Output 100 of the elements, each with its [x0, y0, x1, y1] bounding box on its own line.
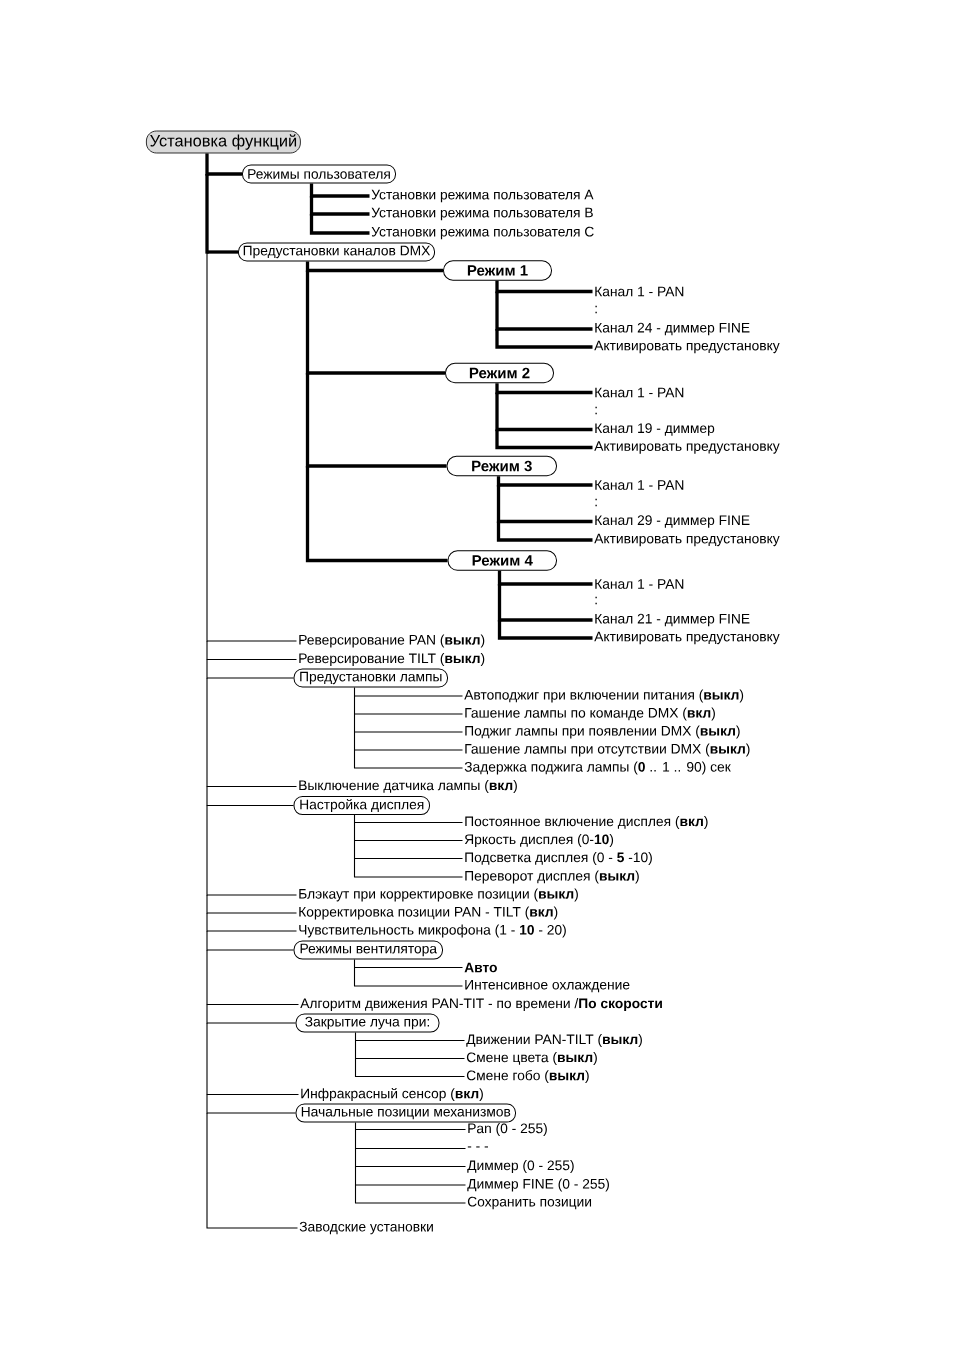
- connector-line: [495, 383, 499, 395]
- connector-line: [354, 1165, 357, 1187]
- connector-line: [206, 640, 298, 642]
- submenu-box: Предустановки лампы: [293, 668, 448, 688]
- connector-line: [354, 1121, 357, 1131]
- menu-option-text: Активировать предустановку: [594, 441, 780, 454]
- menu-option-text: Переворот дисплея (выкл): [465, 870, 639, 884]
- connector-line: [206, 785, 208, 807]
- connector-line: [206, 949, 208, 1006]
- menu-option-text: Гашение лампы при отсутствии DMX (выкл): [465, 743, 750, 757]
- connector-line: [354, 1039, 357, 1060]
- menu-option-text: Канал 19 - диммер: [595, 423, 715, 436]
- connector-line: [353, 695, 356, 716]
- connector-line: [206, 658, 208, 680]
- connector-line: [206, 1093, 208, 1115]
- connector-line: [495, 329, 593, 349]
- connector-line: [354, 1039, 466, 1042]
- connector-line: [206, 1112, 297, 1114]
- menu-option-text: Яркость дисплея (0-10): [464, 834, 614, 847]
- menu-option-text: Смене цвета (выкл): [466, 1052, 597, 1065]
- menu-option-text: Канал 29 - диммер FINE: [595, 515, 750, 528]
- connector-line: [309, 214, 370, 235]
- connector-line: [206, 658, 298, 661]
- connector-line: [206, 912, 298, 914]
- menu-title-box: Установка функций: [146, 130, 301, 154]
- menu-option-text: Корректировка позиции PAN - TILT (вкл): [299, 906, 558, 920]
- connector-line: [311, 194, 370, 198]
- connector-line: [206, 894, 298, 896]
- connector-line: [206, 677, 295, 679]
- connector-line: [353, 821, 464, 824]
- submenu-box: Настройка дисплея: [293, 796, 430, 815]
- connector-line: [311, 212, 370, 216]
- menu-option-text: Активировать предустановку: [594, 340, 780, 354]
- connector-line: [497, 584, 502, 622]
- connector-line: [353, 731, 464, 733]
- connector-line: [496, 485, 501, 524]
- menu-option-text: Сохранить позиции: [467, 1196, 592, 1210]
- menu-option-text: Реверсирование PAN (выкл): [299, 634, 485, 648]
- menu-option-text: Постоянное включение дисплея (вкл): [465, 816, 708, 829]
- connector-line: [206, 930, 298, 932]
- menu-option-text: Чувствительность микрофона (1 - 10 - 20): [299, 924, 566, 938]
- menu-option-text: Канал 1 - PAN: [595, 579, 684, 589]
- menu-option-text: Блэкаут при корректировке позиции (выкл): [299, 888, 578, 902]
- connector-line: [207, 250, 238, 254]
- connector-line: [498, 519, 593, 524]
- connector-line: [305, 466, 448, 563]
- connector-line: [207, 172, 242, 176]
- menu-option-text: Установки режима пользователя A: [371, 189, 594, 203]
- connector-line: [497, 327, 593, 331]
- menu-option-text: Поджиг лампы при появлении DMX (выкл): [465, 725, 740, 739]
- colon-mark: :: [595, 498, 597, 507]
- connector-line: [353, 749, 464, 751]
- colon-mark: :: [595, 305, 597, 314]
- connector-line: [354, 1031, 357, 1042]
- connector-line: [206, 1022, 208, 1096]
- menu-option-text: Инфракрасный сенсор (вкл): [301, 1087, 483, 1102]
- connector-line: [499, 582, 593, 586]
- connector-line: [307, 268, 443, 273]
- connector-line: [497, 390, 593, 395]
- connector-line: [206, 912, 208, 933]
- menu-option-text: Авто: [464, 962, 497, 973]
- connector-line: [354, 1057, 466, 1078]
- connector-line: [205, 174, 209, 254]
- connector-line: [206, 930, 208, 952]
- connector-line: [206, 785, 298, 788]
- connector-line: [353, 839, 356, 860]
- connector-line: [307, 371, 445, 375]
- connector-line: [353, 966, 464, 969]
- connector-line: [305, 373, 310, 468]
- connector-line: [353, 713, 464, 715]
- connector-line: [353, 821, 356, 842]
- menu-option-text: Активировать предустановку: [594, 533, 780, 547]
- menu-option-text: Заводские установки: [299, 1221, 433, 1235]
- connector-line: [353, 731, 356, 752]
- connector-line: [495, 392, 499, 432]
- menu-option-text: Гашение лампы по команде DMX (вкл): [465, 707, 715, 721]
- mode-box: Режим 3: [446, 455, 557, 477]
- connector-line: [309, 183, 314, 198]
- submenu-box: Режимы пользователя: [242, 164, 396, 184]
- connector-line: [497, 620, 593, 640]
- mode-box: Режим 4: [447, 550, 557, 571]
- menu-option-text: Задержка поджига лампы (0 .. 1 .. 90) сек: [464, 761, 731, 775]
- menu-option-text: Выключение датчика лампы (вкл): [299, 780, 517, 793]
- connector-line: [206, 640, 208, 661]
- connector-line: [206, 1093, 300, 1096]
- menu-option-text: Движении PAN-TILT (выкл): [466, 1034, 642, 1047]
- connector-line: [495, 291, 499, 331]
- menu-option-text: Диммер FINE (0 - 255): [467, 1178, 609, 1192]
- menu-option-text: Алгоритм движения PAN-TIT - по времени /По скорости: [300, 998, 662, 1011]
- connector-line: [354, 1128, 467, 1131]
- connector-line: [354, 1184, 467, 1186]
- connector-line: [353, 857, 464, 878]
- connector-line: [353, 695, 464, 697]
- connector-line: [206, 804, 208, 897]
- connector-line: [353, 814, 356, 824]
- colon-mark: :: [595, 596, 597, 605]
- connector-line: [354, 1165, 467, 1168]
- connector-line: [305, 261, 310, 273]
- connector-line: [497, 570, 502, 586]
- mode-box: Режим 1: [443, 260, 552, 281]
